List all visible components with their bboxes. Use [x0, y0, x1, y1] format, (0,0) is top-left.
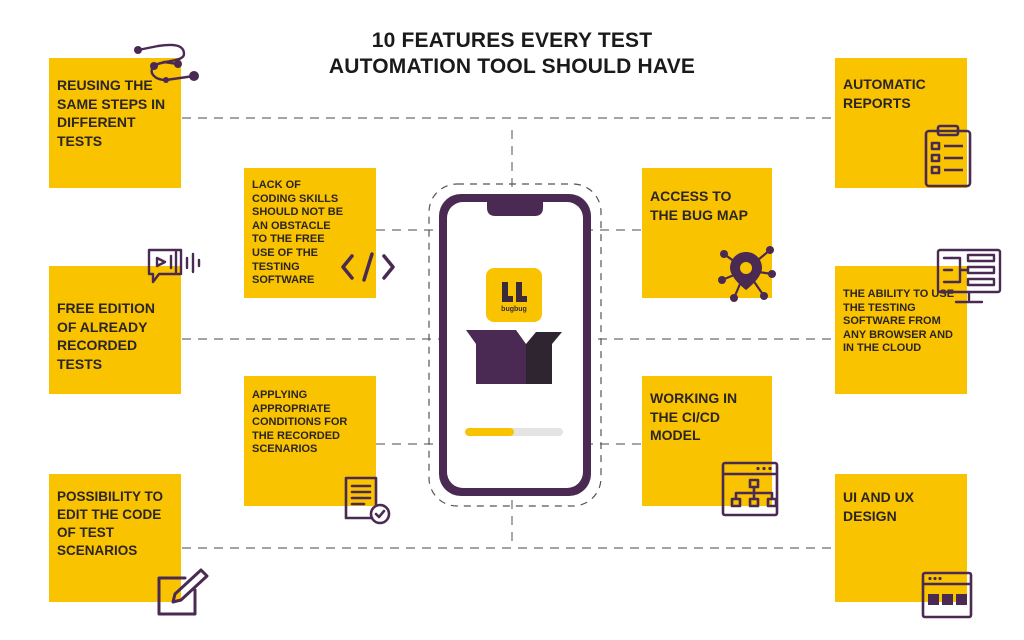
open-box-icon — [466, 330, 562, 384]
ui-window-icon — [921, 571, 973, 619]
feature-any-browser-text: THE ABILITY TO USE THE TESTING SOFTWARE … — [843, 288, 955, 355]
reuse-flow-icon — [134, 43, 199, 83]
feature-applying-conditions: APPLYING APPROPRIATE CONDITIONS FOR THE … — [244, 376, 376, 506]
audio-play-icon — [147, 248, 201, 284]
bug-map-icon — [718, 246, 776, 302]
cicd-window-icon — [721, 461, 779, 517]
feature-ui-ux-text: UI AND UX DESIGN — [843, 489, 915, 524]
feature-ui-ux: UI AND UX DESIGN — [835, 474, 967, 602]
progress-bar — [465, 428, 563, 436]
feature-reusing-steps: REUSING THE SAME STEPS IN DIFFERENT TEST… — [49, 58, 181, 188]
code-icon — [341, 252, 395, 282]
feature-reusing-steps-text: REUSING THE SAME STEPS IN DIFFERENT TEST… — [57, 77, 166, 149]
feature-automatic-reports-text: AUTOMATIC REPORTS — [843, 76, 926, 111]
bugbug-logo-mark — [502, 282, 527, 302]
feature-cicd-text: WORKING IN THE CI/CD MODEL — [650, 390, 738, 443]
feature-any-browser: THE ABILITY TO USE THE TESTING SOFTWARE … — [835, 266, 967, 394]
feature-coding-skills-text: LACK OF CODING SKILLS SHOULD NOT BE AN O… — [252, 179, 344, 287]
feature-coding-skills: LACK OF CODING SKILLS SHOULD NOT BE AN O… — [244, 168, 376, 298]
feature-automatic-reports: AUTOMATIC REPORTS — [835, 58, 967, 188]
feature-free-edition-text: FREE EDITION OF ALREADY RECORDED TESTS — [57, 300, 156, 372]
checklist-document-icon — [344, 476, 391, 525]
monitor-flow-icon — [936, 248, 1002, 304]
feature-edit-code-text: POSSIBILITY TO EDIT THE CODE OF TEST SCE… — [57, 489, 164, 558]
title-line-2: AUTOMATION TOOL SHOULD HAVE — [328, 55, 696, 78]
phone-notch — [487, 200, 543, 216]
page-title: 10 FEATURES EVERY TEST AUTOMATION TOOL S… — [232, 28, 792, 80]
bugbug-logo-text: bugbug — [501, 306, 527, 313]
edit-pencil-icon — [157, 568, 209, 616]
feature-free-edition: FREE EDITION OF ALREADY RECORDED TESTS — [49, 266, 181, 394]
phone-dashed-outline — [428, 183, 602, 507]
title-line-1: 10 FEATURES EVERY TEST — [371, 29, 653, 52]
report-clipboard-icon — [924, 124, 972, 188]
bugbug-logo: bugbug — [486, 268, 542, 322]
progress-fill — [465, 428, 514, 436]
feature-applying-conditions-text: APPLYING APPROPRIATE CONDITIONS FOR THE … — [252, 389, 348, 456]
feature-bug-map-text: ACCESS TO THE BUG MAP — [650, 188, 748, 223]
